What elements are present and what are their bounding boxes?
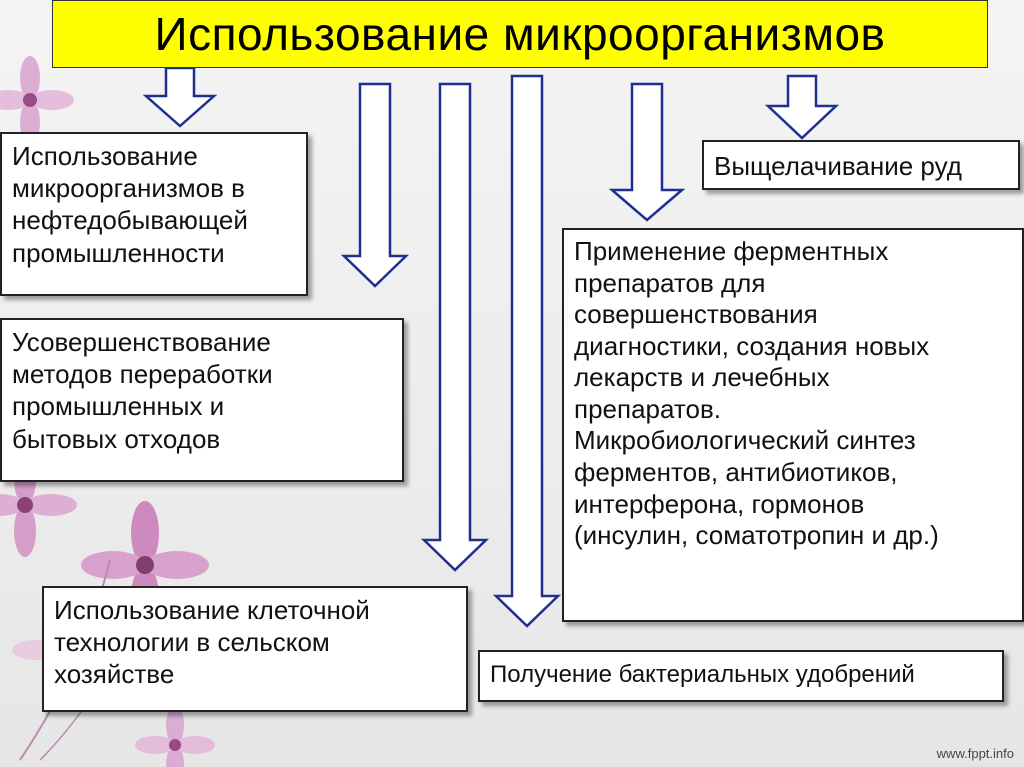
down-arrow-icon <box>764 74 840 140</box>
box-waste-processing-text: Усовершенствование методов переработки п… <box>12 327 273 454</box>
down-arrow-icon <box>340 82 410 288</box>
box-oil-industry: Использование микроорганизмов в нефтедоб… <box>0 132 308 296</box>
down-arrow-icon <box>492 74 562 628</box>
box-bacterial-fertilizers: Получение бактериальных удобрений <box>478 650 1004 702</box>
down-arrow-icon <box>142 66 218 128</box>
box-ore-leaching-text: Выщелачивание руд <box>714 151 962 181</box>
box-waste-processing: Усовершенствование методов переработки п… <box>0 318 404 482</box>
title-box: Использование микроорганизмов <box>52 0 988 68</box>
down-arrow-icon <box>420 82 490 572</box>
box-medicine: Применение ферментных препаратов для сов… <box>562 228 1024 622</box>
box-ore-leaching: Выщелачивание руд <box>702 140 1020 190</box>
watermark: www.fppt.info <box>936 746 1014 761</box>
box-agriculture: Использование клеточной технологии в сел… <box>42 586 468 712</box>
flower-icon <box>81 501 209 629</box>
box-agriculture-text: Использование клеточной технологии в сел… <box>54 595 370 690</box>
box-medicine-text: Применение ферментных препаратов для сов… <box>574 236 939 551</box>
box-bacterial-fertilizers-text: Получение бактериальных удобрений <box>490 661 915 688</box>
down-arrow-icon <box>608 82 686 222</box>
diagram-title: Использование микроорганизмов <box>154 8 886 60</box>
flower-icon <box>135 705 215 767</box>
box-oil-industry-text: Использование микроорганизмов в нефтедоб… <box>12 141 248 268</box>
